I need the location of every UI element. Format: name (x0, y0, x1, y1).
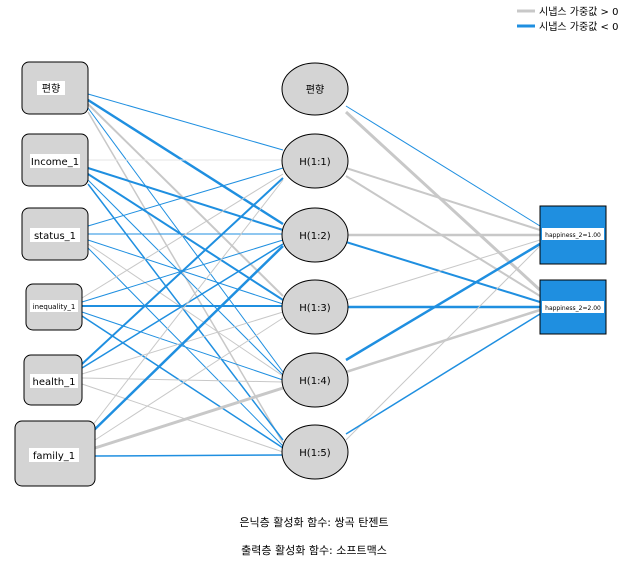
edge-in2-h4 (87, 179, 284, 376)
edge-in2-h2 (87, 167, 284, 231)
edge-in6-h1 (91, 179, 284, 427)
connections (81, 93, 542, 457)
legend-positive-label: 시냅스 가중값 > 0 (539, 6, 618, 18)
edge-in3-h3 (87, 239, 284, 305)
edge-in6-h3 (94, 317, 284, 441)
edge-in6-h5 (94, 454, 284, 457)
input-layer: 편향 Income_1 status_1 inequality_1 health… (14, 61, 96, 487)
input-node-label: Income_1 (31, 157, 79, 168)
hidden-node-label: H(1:2) (299, 231, 331, 242)
hidden-node-label: H(1:4) (299, 376, 331, 387)
edge-in4-h1 (81, 173, 284, 299)
input-node-status: status_1 (21, 207, 89, 261)
hidden-activation-caption: 은닉층 활성화 함수: 쌍곡 탄젠트 (239, 515, 388, 529)
legend: 시냅스 가중값 > 0 시냅스 가중값 < 0 (517, 6, 618, 33)
edge-in2-h5 (87, 183, 284, 441)
output-node-happiness-1: happiness_2=1.00 (539, 205, 607, 265)
edge-hb-o2 (344, 110, 542, 292)
legend-negative-label: 시냅스 가중값 < 0 (539, 21, 618, 33)
hidden-layer: 편향 H(1:1) H(1:2) H(1:3) H(1:4) H(1:5) (281, 62, 349, 480)
input-node-inequality: inequality_1 (25, 283, 83, 331)
hidden-node-label: H(1:5) (299, 448, 331, 459)
hidden-node-h2: H(1:2) (281, 207, 349, 263)
input-node-label: health_1 (32, 377, 75, 388)
hidden-node-label: H(1:1) (299, 157, 331, 168)
input-node-label: family_1 (33, 451, 75, 462)
hidden-node-h4: H(1:4) (281, 352, 349, 408)
edge-h3-o1 (345, 239, 541, 301)
edge-h5-o2 (345, 313, 541, 435)
output-node-label: happiness_2=2.00 (545, 305, 601, 312)
edge-h5-o1 (345, 245, 541, 441)
hidden-node-label: 편향 (306, 84, 324, 96)
edge-h1-o1 (345, 167, 541, 231)
output-node-happiness-2: happiness_2=2.00 (539, 279, 607, 335)
input-node-label: 편향 (42, 83, 60, 95)
input-node-label: status_1 (34, 231, 76, 242)
input-node-label: inequality_1 (33, 303, 76, 311)
input-node-bias: 편향 (21, 61, 89, 115)
edge-hb-o1 (345, 105, 541, 227)
edge-in6-h4 (94, 386, 284, 450)
edge-in5-h2 (81, 243, 284, 369)
edge-in3-h1 (87, 167, 284, 227)
edge-in4-h5 (81, 315, 284, 449)
edge-in5-h1 (81, 177, 284, 365)
edge-in1-h1 (87, 93, 284, 151)
edge-h4-o2 (345, 308, 541, 374)
hidden-node-h3: H(1:3) (281, 279, 349, 335)
hidden-node-h1: H(1:1) (281, 133, 349, 189)
edge-in2-h3 (87, 173, 284, 301)
edge-in6-h2 (91, 245, 284, 433)
edge-in1-h4 (87, 107, 284, 373)
output-activation-caption: 출력층 활성화 함수: 소프트맥스 (241, 543, 387, 557)
output-node-label: happiness_2=1.00 (545, 232, 601, 239)
edge-in4-h4 (81, 311, 284, 381)
hidden-node-bias: 편향 (281, 62, 349, 116)
edge-h2-o2 (345, 241, 541, 303)
edge-in5-h4 (81, 377, 284, 383)
edge-h4-o1 (345, 242, 541, 362)
hidden-node-h5: H(1:5) (281, 424, 349, 480)
input-node-health: health_1 (23, 354, 83, 406)
input-node-income: Income_1 (21, 133, 89, 187)
hidden-node-label: H(1:3) (299, 303, 331, 314)
output-layer: happiness_2=1.00 happiness_2=2.00 (539, 205, 607, 335)
edge-in3-h4 (87, 243, 284, 377)
edge-in1-h2 (87, 98, 284, 226)
input-node-family: family_1 (14, 420, 96, 487)
